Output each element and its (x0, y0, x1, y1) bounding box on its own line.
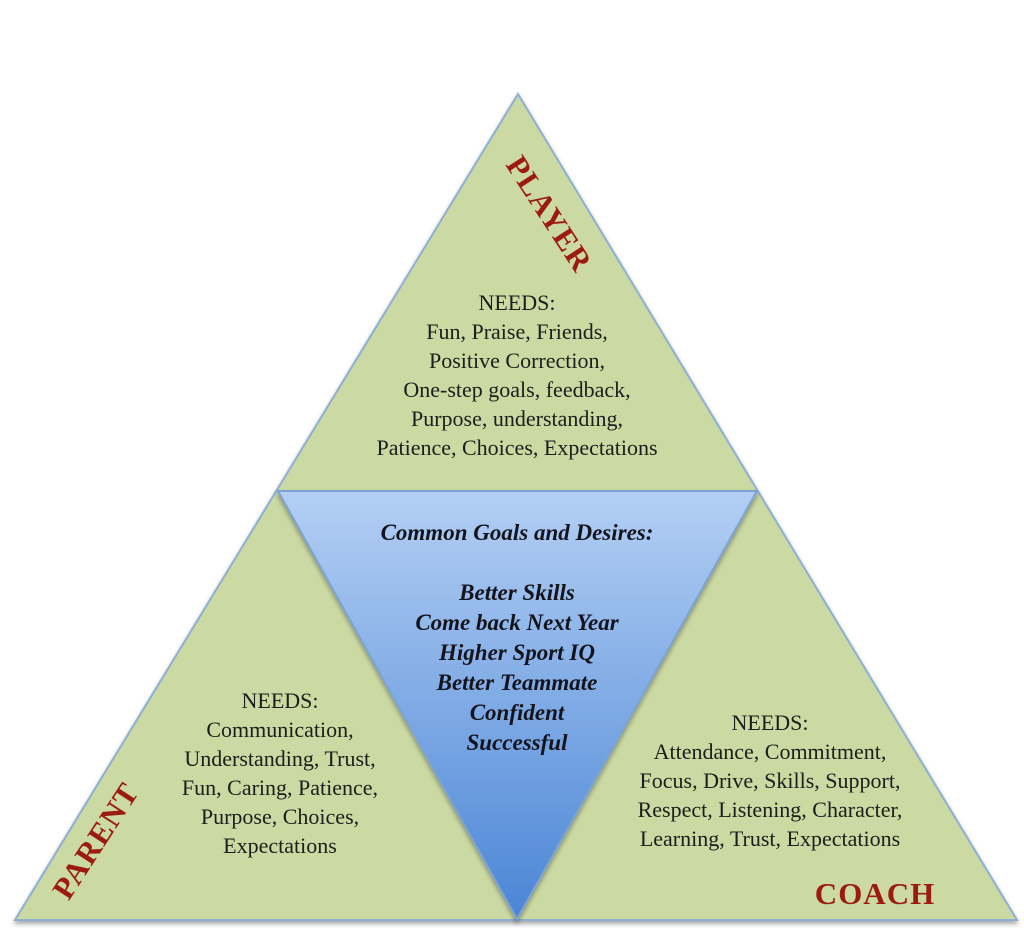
common-goals-list: Better Skills Come back Next Year Higher… (415, 580, 619, 755)
center-triangle (276, 490, 759, 922)
parent-needs-block: NEEDS: Communication, Understanding, Tru… (118, 686, 442, 860)
common-goals-block: Common Goals and Desires: Better Skills … (287, 518, 747, 758)
common-goals-heading: Common Goals and Desires: (380, 520, 654, 545)
player-needs-heading: NEEDS: (478, 290, 556, 315)
player-needs-list: Fun, Praise, Friends, Positive Correctio… (376, 319, 658, 460)
parent-needs-heading: NEEDS: (241, 688, 319, 713)
coach-needs-block: NEEDS: Attendance, Commitment, Focus, Dr… (598, 708, 942, 853)
coach-label: COACH (814, 876, 936, 911)
coach-needs-heading: NEEDS: (731, 710, 809, 735)
parent-needs-list: Communication, Understanding, Trust, Fun… (181, 717, 379, 858)
coach-needs-list: Attendance, Commitment, Focus, Drive, Sk… (637, 739, 903, 851)
player-needs-block: NEEDS: Fun, Praise, Friends, Positive Co… (307, 288, 727, 462)
